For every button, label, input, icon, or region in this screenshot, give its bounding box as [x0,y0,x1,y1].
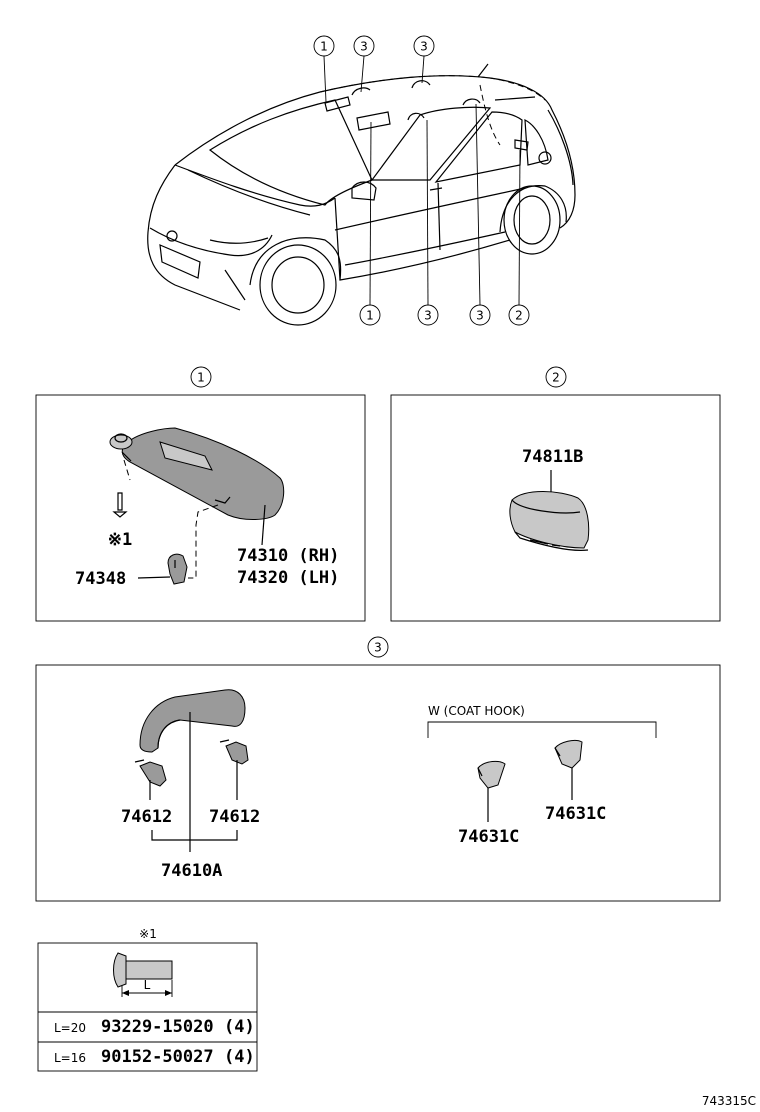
part-74310: 74310 (RH) [237,546,339,566]
screw-row-2-part: 90152-50027 [101,1047,214,1067]
svg-text:1: 1 [197,371,205,385]
coat-hook-group-label: W (COAT HOOK) [428,704,525,718]
screw-row-2-length: L=16 [54,1051,86,1065]
part-74631C-left: 74631C [458,827,519,847]
part-74612-right: 74612 [209,807,260,827]
screw-row-1-part: 93229-15020 [101,1017,214,1037]
part-74811B: 74811B [522,447,583,467]
car-callout-top-2: 3 [353,35,375,57]
screw-table-note: ※1 [139,927,157,941]
svg-text:3: 3 [476,309,484,323]
screw-dimension-label: L [144,978,151,992]
svg-text:1: 1 [366,309,374,323]
screw-row-2-qty: (4) [224,1047,255,1067]
screw-row-1-qty: (4) [224,1017,255,1037]
visor-leader [261,504,266,546]
car-callout-bottom-1: 1 [359,304,381,326]
car-callout-bottom-4: 2 [508,304,530,326]
sun-visor-panel [35,394,366,622]
car-callout-lines [323,55,521,306]
svg-text:2: 2 [515,309,523,323]
assist-grip-panel [35,664,721,902]
section-label-3: 3 [367,636,389,658]
svg-text:3: 3 [360,40,368,54]
svg-text:3: 3 [424,309,432,323]
car-callout-top-3: 3 [413,35,435,57]
part-74610A: 74610A [161,861,222,881]
screw-note-mark: ※1 [108,530,132,550]
screw-table [37,942,258,1072]
svg-text:2: 2 [552,371,560,385]
part-74348: 74348 [75,569,126,589]
part-74320: 74320 (LH) [237,568,339,588]
sun-visor-illustration [109,427,285,585]
cap-panel [390,394,721,622]
assist-grip-leaders [149,712,657,852]
part-74631C-right: 74631C [545,804,606,824]
cap-illustration [509,491,590,551]
car-callout-bottom-2: 3 [417,304,439,326]
car-callout-top-1: 1 [313,35,335,57]
car-illustration [147,63,576,326]
part-74612-left: 74612 [121,807,172,827]
assist-grip-illustration [134,689,583,789]
svg-text:1: 1 [320,40,328,54]
svg-text:3: 3 [420,40,428,54]
section-label-2: 2 [545,366,567,388]
car-callout-bottom-3: 3 [469,304,491,326]
section-label-1: 1 [190,366,212,388]
svg-text:3: 3 [374,641,382,655]
screw-row-1-length: L=20 [54,1021,86,1035]
holder-leader [137,576,171,579]
figure-id: 743315C [702,1094,756,1108]
